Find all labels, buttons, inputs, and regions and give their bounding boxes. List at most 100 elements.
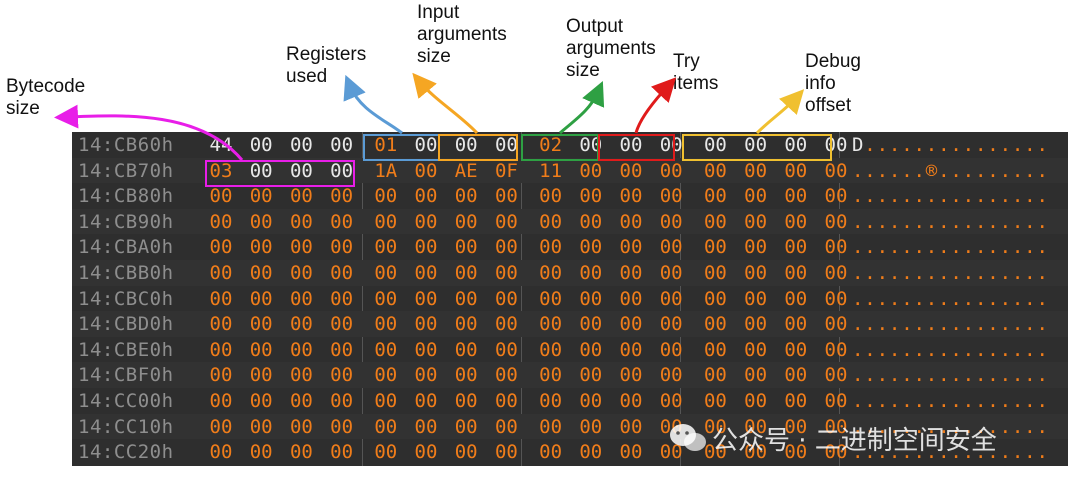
hex-byte[interactable]: 00 <box>330 236 354 259</box>
hex-byte[interactable]: 00 <box>784 262 808 284</box>
hex-byte[interactable]: 00 <box>619 364 643 387</box>
hex-byte[interactable]: 00 <box>414 441 438 464</box>
hex-byte[interactable]: 00 <box>824 415 848 438</box>
hex-byte[interactable]: 00 <box>824 390 848 412</box>
hex-byte[interactable]: 00 <box>454 313 478 336</box>
hex-byte[interactable]: 00 <box>703 313 727 336</box>
hex-byte[interactable]: 00 <box>744 185 768 208</box>
hex-byte[interactable]: 00 <box>659 262 683 284</box>
hex-byte[interactable]: 00 <box>289 185 313 208</box>
hex-byte[interactable]: 00 <box>744 390 768 412</box>
hex-byte[interactable]: 00 <box>579 134 603 156</box>
hex-byte[interactable]: 00 <box>539 236 563 259</box>
hex-byte[interactable]: 00 <box>414 338 438 361</box>
hex-byte[interactable]: 00 <box>249 159 273 182</box>
hex-byte[interactable]: 00 <box>494 210 518 233</box>
hex-byte[interactable]: 00 <box>659 210 683 233</box>
hex-byte[interactable]: 00 <box>249 415 273 438</box>
hex-byte[interactable]: 00 <box>824 441 848 464</box>
hex-byte[interactable]: 00 <box>494 262 518 284</box>
hex-byte[interactable]: 00 <box>494 287 518 310</box>
hex-byte[interactable]: 00 <box>414 210 438 233</box>
hex-byte[interactable]: 00 <box>703 185 727 208</box>
hex-byte[interactable]: 00 <box>784 185 808 208</box>
hex-byte[interactable]: 00 <box>824 287 848 310</box>
hex-byte[interactable]: 00 <box>824 364 848 387</box>
hex-byte[interactable]: 00 <box>703 262 727 284</box>
hex-byte[interactable]: 00 <box>659 441 683 464</box>
hex-byte[interactable]: 00 <box>494 415 518 438</box>
hex-byte[interactable]: 00 <box>579 415 603 438</box>
hex-byte[interactable]: 00 <box>454 262 478 284</box>
hex-byte[interactable]: 00 <box>330 159 354 182</box>
hex-byte[interactable]: 00 <box>744 262 768 284</box>
hex-byte[interactable]: 00 <box>454 390 478 412</box>
hex-byte[interactable]: 00 <box>703 390 727 412</box>
hex-byte[interactable]: 00 <box>209 313 233 336</box>
hex-byte[interactable]: 00 <box>619 390 643 412</box>
hex-byte[interactable]: 00 <box>374 262 398 284</box>
hex-byte[interactable]: 00 <box>414 185 438 208</box>
hex-byte[interactable]: AE <box>454 159 478 182</box>
hex-byte[interactable]: 00 <box>374 364 398 387</box>
hex-byte[interactable]: 00 <box>289 415 313 438</box>
hex-byte[interactable]: 00 <box>289 287 313 310</box>
hex-byte[interactable]: 00 <box>619 441 643 464</box>
hex-byte[interactable]: 02 <box>539 134 563 156</box>
hex-byte[interactable]: 00 <box>374 287 398 310</box>
hex-byte[interactable]: 00 <box>414 390 438 412</box>
hex-byte[interactable]: 00 <box>494 313 518 336</box>
hex-byte[interactable]: 00 <box>539 185 563 208</box>
hex-byte[interactable]: 00 <box>249 287 273 310</box>
hex-byte[interactable]: 00 <box>454 210 478 233</box>
hex-byte[interactable]: 00 <box>539 210 563 233</box>
hex-byte[interactable]: 44 <box>209 134 233 156</box>
hex-byte[interactable]: 00 <box>494 338 518 361</box>
hex-byte[interactable]: 00 <box>209 262 233 284</box>
hex-byte[interactable]: 00 <box>744 415 768 438</box>
hex-byte[interactable]: 00 <box>374 390 398 412</box>
hex-byte[interactable]: 00 <box>539 338 563 361</box>
hex-byte[interactable]: 00 <box>249 338 273 361</box>
hex-byte[interactable]: 00 <box>659 338 683 361</box>
hex-byte[interactable]: 00 <box>659 185 683 208</box>
hex-byte[interactable]: 00 <box>414 262 438 284</box>
hex-byte[interactable]: 00 <box>659 134 683 156</box>
hex-byte[interactable]: 00 <box>659 390 683 412</box>
hex-byte[interactable]: 00 <box>249 390 273 412</box>
hex-byte[interactable]: 00 <box>744 364 768 387</box>
hex-byte[interactable]: 00 <box>289 262 313 284</box>
hex-byte[interactable]: 00 <box>784 415 808 438</box>
hex-byte[interactable]: 00 <box>454 441 478 464</box>
hex-byte[interactable]: 00 <box>209 364 233 387</box>
hex-byte[interactable]: 00 <box>454 364 478 387</box>
hex-byte[interactable]: 00 <box>374 415 398 438</box>
hex-byte[interactable]: 00 <box>454 415 478 438</box>
hex-byte[interactable]: 11 <box>539 159 563 182</box>
hex-byte[interactable]: 00 <box>784 134 808 156</box>
hex-byte[interactable]: 00 <box>249 185 273 208</box>
hex-byte[interactable]: 00 <box>824 159 848 182</box>
hex-byte[interactable]: 00 <box>289 441 313 464</box>
hex-byte[interactable]: 00 <box>744 287 768 310</box>
hex-byte[interactable]: 00 <box>539 287 563 310</box>
hex-byte[interactable]: 00 <box>784 313 808 336</box>
hex-byte[interactable]: 00 <box>289 338 313 361</box>
hex-byte[interactable]: 00 <box>330 313 354 336</box>
hex-byte[interactable]: 00 <box>374 210 398 233</box>
hex-byte[interactable]: 00 <box>619 338 643 361</box>
hex-byte[interactable]: 00 <box>619 313 643 336</box>
hex-byte[interactable]: 00 <box>374 236 398 259</box>
hex-byte[interactable]: 00 <box>579 364 603 387</box>
hex-byte[interactable]: 00 <box>824 185 848 208</box>
hex-byte[interactable]: 00 <box>579 390 603 412</box>
hex-byte[interactable]: 00 <box>824 313 848 336</box>
hex-byte[interactable]: 00 <box>744 441 768 464</box>
hex-byte[interactable]: 00 <box>414 287 438 310</box>
hex-byte[interactable]: 00 <box>579 441 603 464</box>
hex-byte[interactable]: 00 <box>539 262 563 284</box>
hex-byte[interactable]: 00 <box>414 415 438 438</box>
hex-byte[interactable]: 00 <box>454 338 478 361</box>
hex-byte[interactable]: 00 <box>414 364 438 387</box>
hex-byte[interactable]: 00 <box>659 236 683 259</box>
